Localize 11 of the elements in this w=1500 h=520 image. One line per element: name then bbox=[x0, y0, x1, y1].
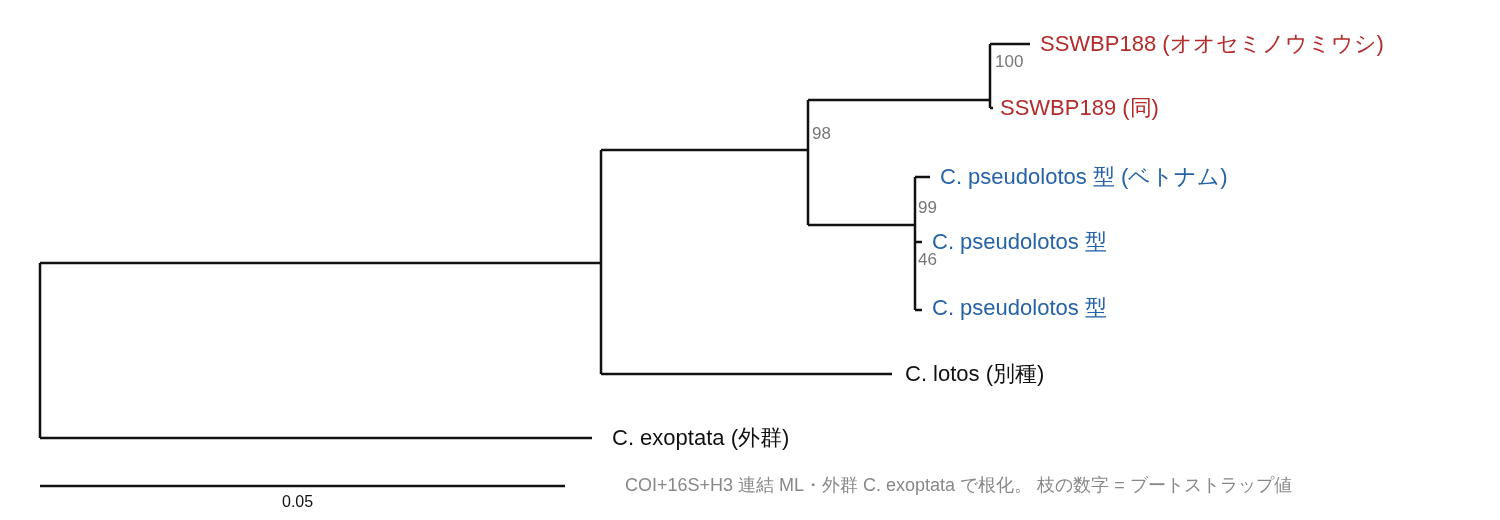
bootstrap-value: 98 bbox=[812, 124, 831, 144]
bootstrap-value: 99 bbox=[918, 198, 937, 218]
taxon-label: C. pseudolotos 型 (ベトナム) bbox=[940, 164, 1228, 190]
taxon-label: C. lotos (別種) bbox=[905, 361, 1045, 387]
bootstrap-value: 100 bbox=[995, 52, 1024, 72]
caption: COI+16S+H3 連結 ML・外群 C. exoptata で根化。 枝の数字 = ブートストラップ値 bbox=[625, 476, 1292, 496]
taxon-label: C. pseudolotos 型 bbox=[932, 295, 1107, 321]
taxon-label: SSWBP188 (オオセミノウミウシ) bbox=[1040, 31, 1384, 57]
taxon-label: C. exoptata (外群) bbox=[612, 425, 790, 451]
scale-value: 0.05 bbox=[282, 493, 314, 511]
taxon-label: SSWBP189 (同) bbox=[1000, 95, 1159, 121]
